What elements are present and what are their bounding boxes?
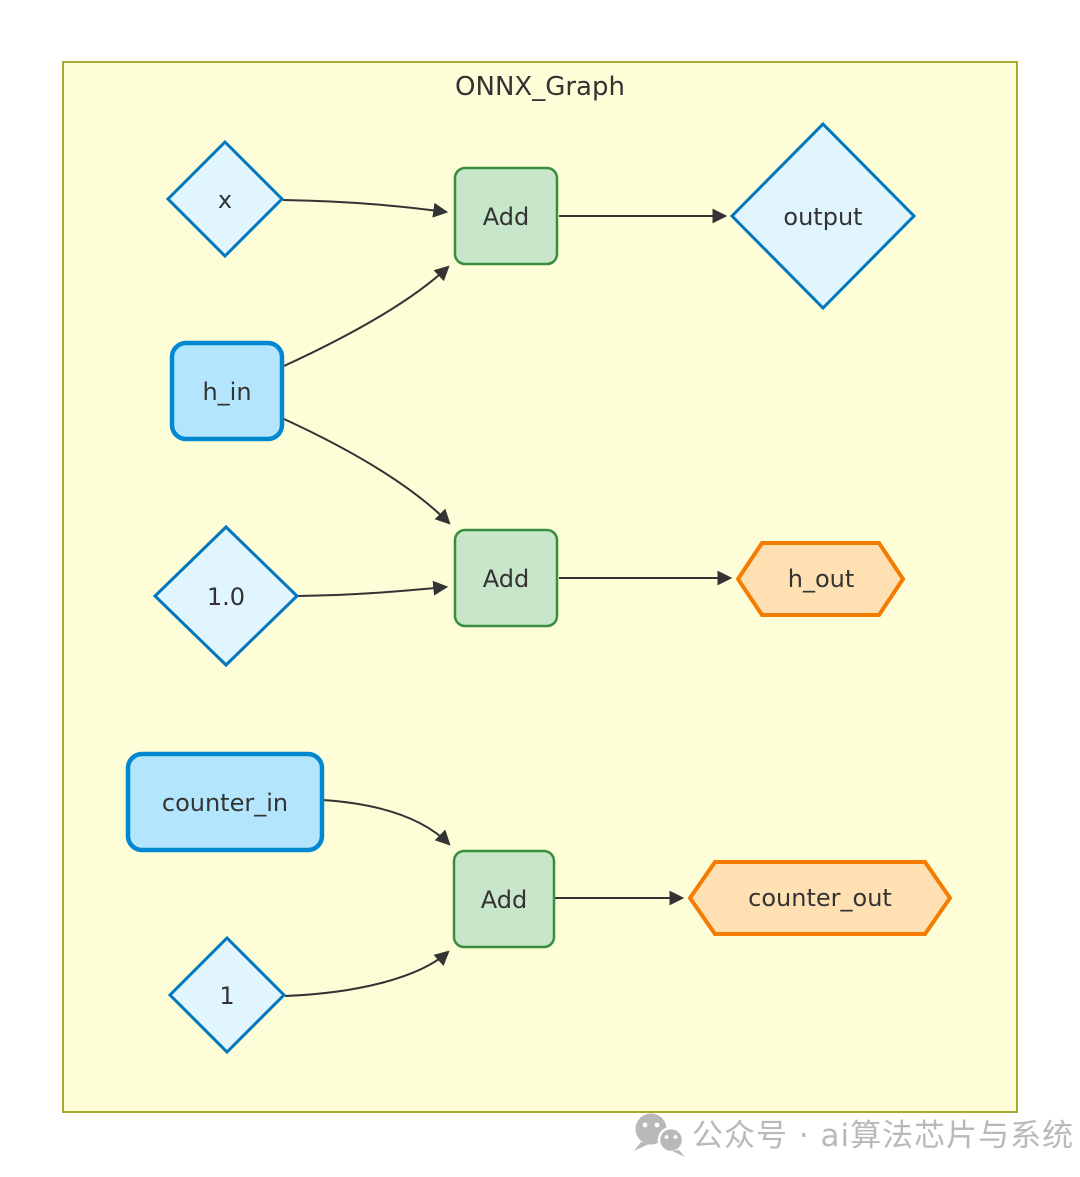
edge-const1-to-add3 [284, 950, 450, 997]
node-label: counter_out [748, 884, 892, 912]
edge-layer [282, 199, 733, 997]
diamond-shape [729, 121, 917, 311]
diamond-shape [167, 935, 287, 1055]
node-h-out: h_out [735, 541, 906, 617]
node-label: counter_in [162, 789, 288, 817]
node-label: 1 [219, 982, 234, 1010]
node-h-in: h_in [169, 340, 285, 442]
op-shape [453, 528, 559, 628]
node-label: Add [483, 203, 529, 231]
node-label: Add [483, 565, 529, 593]
hexagon-shape [735, 541, 906, 617]
node-add-2: Add [453, 528, 559, 628]
input-shape [125, 751, 325, 853]
node-label: output [783, 203, 862, 231]
node-add-1: Add [453, 166, 559, 266]
hexagon-shape [687, 860, 953, 936]
input-shape [169, 340, 285, 442]
graph-title: ONNX_Graph [455, 72, 625, 102]
node-label: h_in [202, 378, 251, 406]
node-add-3: Add [452, 849, 556, 949]
node-const-1: 1 [167, 935, 287, 1055]
edge-const10-to-add2 [297, 580, 449, 597]
wechat-icon [634, 1113, 685, 1157]
watermark: 公众号 · ai算法芯片与系统 [634, 1113, 1074, 1157]
node-label: h_out [788, 565, 855, 593]
node-counter-out: counter_out [687, 860, 953, 936]
node-const-1-0: 1.0 [152, 524, 300, 668]
edge-hin-to-add1 [283, 265, 450, 367]
edge-hin-to-add2 [283, 418, 451, 525]
node-output: output [729, 121, 917, 311]
watermark-text: 公众号 · ai算法芯片与系统 [692, 1118, 1074, 1154]
node-counter-in: counter_in [125, 751, 325, 853]
edge-counterin-to-add3 [322, 799, 451, 846]
diamond-shape [152, 524, 300, 668]
node-x: x [165, 139, 285, 259]
op-shape [453, 166, 559, 266]
node-label: 1.0 [207, 583, 245, 611]
diamond-shape [165, 139, 285, 259]
op-shape [452, 849, 556, 949]
edge-x-to-add1 [282, 199, 449, 218]
node-label: x [218, 186, 232, 214]
node-label: Add [481, 886, 527, 914]
